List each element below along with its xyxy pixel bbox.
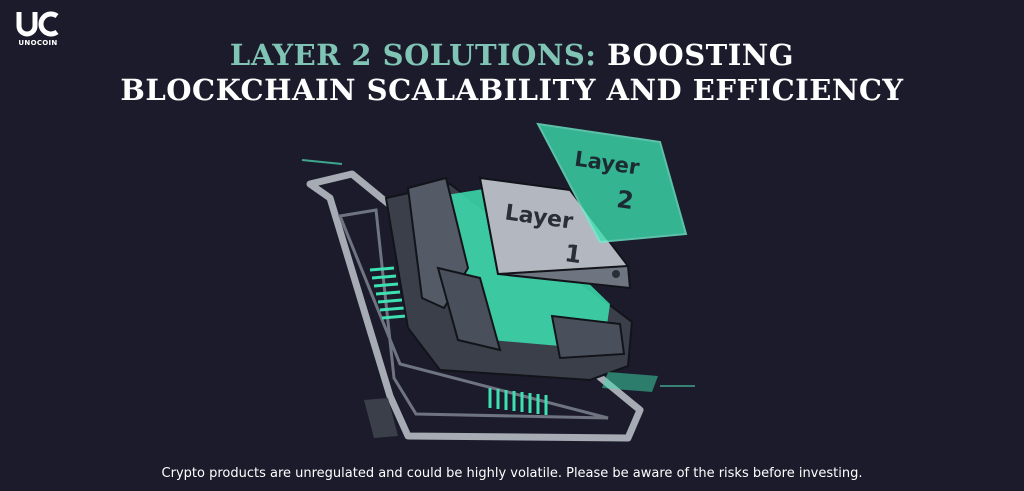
- risk-disclaimer: Crypto products are unregulated and coul…: [161, 466, 863, 481]
- layer-chip-illustration: Layer 1 Layer 2: [301, 122, 695, 442]
- layer-1-slab: [478, 176, 630, 276]
- title-rest: BOOSTING: [607, 38, 795, 72]
- pin-rail-left: [369, 266, 407, 320]
- chip-dot: [612, 270, 620, 278]
- floating-tile: [602, 372, 658, 392]
- title-accent: LAYER 2 SOLUTIONS:: [229, 38, 597, 72]
- layer-2-card: [536, 122, 688, 244]
- chip-frame-inner: [337, 208, 609, 420]
- layer-1-number: 1: [563, 239, 583, 269]
- floating-block: [364, 398, 398, 438]
- title-line-2: BLOCKCHAIN SCALABILITY AND EFFICIENCY: [120, 73, 904, 107]
- accent-line: [301, 159, 343, 165]
- layer-2-number: 2: [615, 185, 635, 215]
- logo-text: UNOCOIN: [18, 39, 58, 47]
- chip-block: [436, 266, 502, 352]
- brand-logo[interactable]: UNOCOIN: [12, 10, 64, 47]
- page-title: LAYER 2 SOLUTIONS: BOOSTING BLOCKCHAIN S…: [0, 38, 1024, 108]
- unocoin-logo-icon: [16, 11, 59, 37]
- chip-block: [550, 314, 626, 360]
- pin-rail-bottom: [488, 388, 548, 415]
